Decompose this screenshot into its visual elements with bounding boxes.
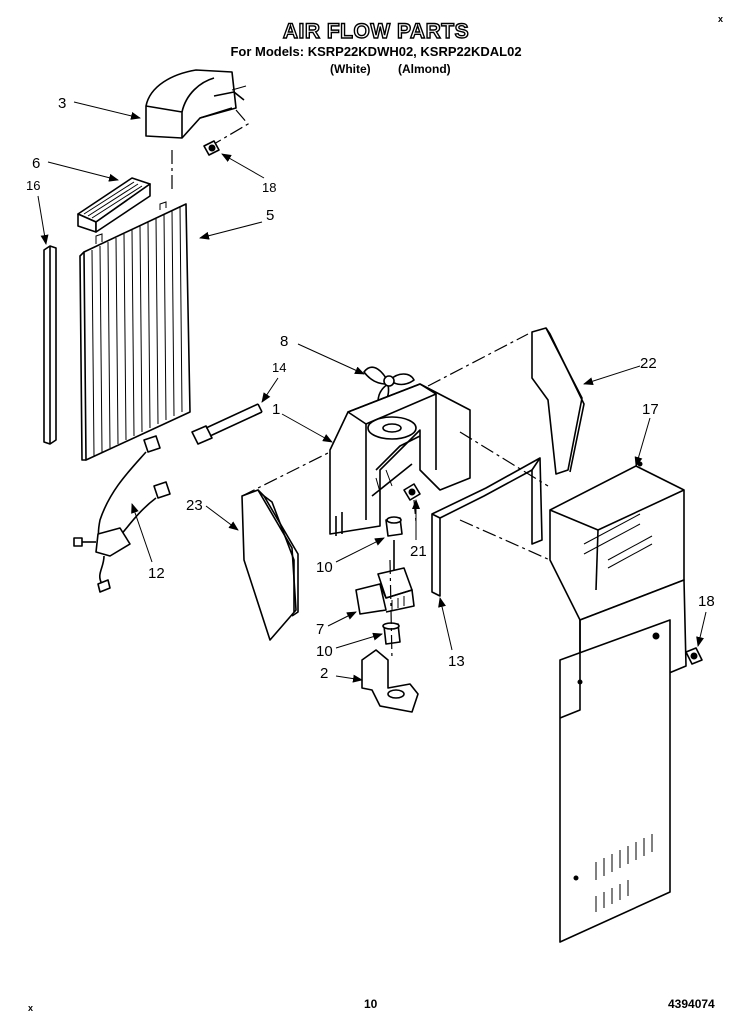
leader-lines — [37, 101, 707, 683]
corner-mark-top: x — [718, 14, 724, 24]
callout-10-upper: 10 — [316, 559, 333, 576]
motor-bracket — [361, 559, 419, 713]
air-duct-panel — [549, 461, 687, 943]
callout-16: 16 — [26, 178, 40, 193]
page-number: 10 — [364, 997, 378, 1011]
fan-shroud — [329, 383, 471, 536]
page-title: AIR FLOW PARTS — [282, 19, 470, 43]
callout-18-lower: 18 — [698, 593, 715, 610]
callout-2: 2 — [320, 665, 328, 682]
document-number: 4394074 — [668, 997, 715, 1011]
callout-14: 14 — [272, 360, 286, 375]
variant-white: (White) — [330, 62, 371, 76]
callout-8: 8 — [280, 333, 288, 350]
corner-mark-bottom: x — [28, 1003, 34, 1013]
insulation-right — [531, 327, 585, 475]
screw-shroud — [403, 483, 421, 501]
callout-18-upper: 18 — [262, 180, 276, 195]
callout-17: 17 — [642, 401, 659, 418]
evaporator-cover — [79, 201, 191, 461]
callout-22: 22 — [640, 355, 657, 372]
callout-21: 21 — [410, 543, 427, 560]
callout-12: 12 — [148, 565, 165, 582]
gasket-channel — [431, 457, 543, 597]
variant-almond: (Almond) — [398, 62, 451, 76]
callout-10-lower: 10 — [316, 643, 333, 660]
callout-3: 3 — [58, 95, 66, 112]
callout-numbers: 3 6 16 5 18 8 14 1 23 12 10 21 7 10 2 13… — [26, 95, 715, 682]
grommet-upper — [385, 516, 403, 537]
screw-lower — [685, 647, 703, 665]
screw-upper — [171, 140, 220, 190]
callout-7: 7 — [316, 621, 324, 638]
fan-motor — [355, 540, 415, 615]
callout-6: 6 — [32, 155, 40, 172]
callout-23: 23 — [186, 497, 203, 514]
heater-probe — [191, 403, 263, 445]
grille-top — [77, 177, 151, 233]
wire-harness — [73, 435, 171, 593]
models-line: For Models: KSRP22KDWH02, KSRP22KDAL02 — [230, 44, 522, 59]
callout-13: 13 — [448, 653, 465, 670]
side-strip — [43, 245, 57, 445]
insulation-left — [241, 489, 299, 641]
callout-1: 1 — [272, 401, 280, 418]
callout-5: 5 — [266, 207, 274, 224]
air-diffuser-cover — [145, 69, 249, 145]
